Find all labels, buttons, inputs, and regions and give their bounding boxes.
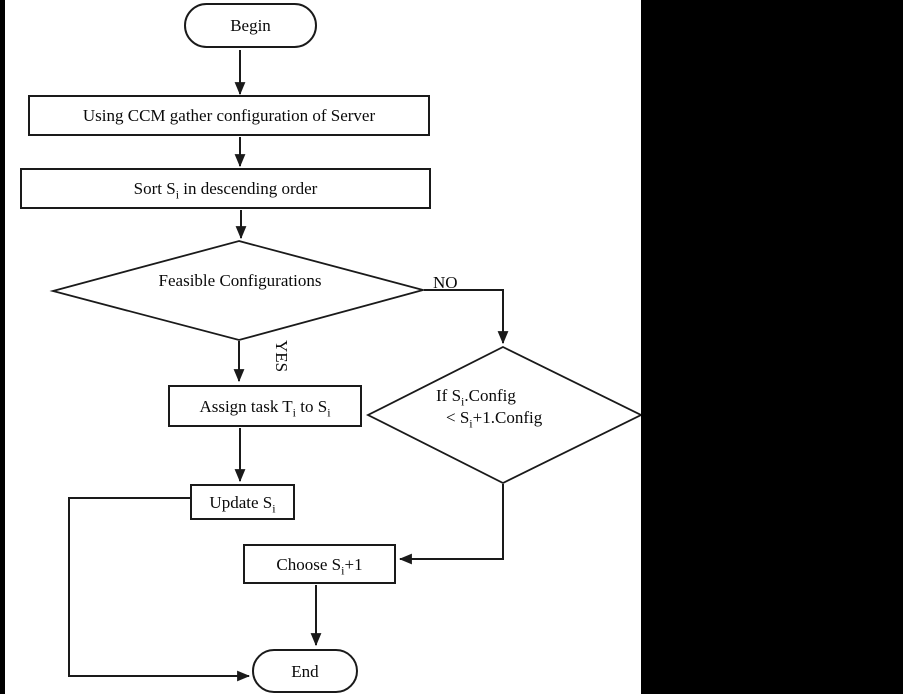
edge-feasible-no-to-compare bbox=[424, 289, 509, 345]
node-end-label: End bbox=[291, 661, 319, 681]
node-assign-task: Assign task Ti to Si bbox=[168, 385, 362, 427]
decision-compare-line1: If Si.Config bbox=[436, 386, 516, 409]
node-begin: Begin bbox=[184, 3, 317, 48]
decision-if-config-compare bbox=[365, 345, 644, 485]
node-begin-label: Begin bbox=[230, 16, 271, 35]
edge-label-yes: YES bbox=[272, 340, 291, 373]
edge-label-no: NO bbox=[433, 273, 458, 292]
node-update-server: Update Si bbox=[190, 484, 295, 520]
node-sort-label: Sort Si in descending order bbox=[133, 179, 318, 202]
node-choose-next-server: Choose Si+1 bbox=[243, 544, 396, 584]
left-edge-bar bbox=[0, 0, 5, 694]
decision-compare-line2: < Si+1.Config bbox=[446, 408, 543, 431]
decision-feasible-configurations bbox=[49, 240, 427, 341]
node-sort-servers: Sort Si in descending order bbox=[20, 168, 431, 209]
edge-update-loop-to-end bbox=[68, 497, 251, 682]
node-gather-label: Using CCM gather configuration of Server bbox=[82, 106, 376, 125]
node-update-label: Update Si bbox=[209, 492, 276, 515]
node-gather-configuration: Using CCM gather configuration of Server bbox=[28, 95, 430, 136]
node-choose-label: Choose Si+1 bbox=[276, 554, 363, 577]
decision-compare-label: If Si.Config < Si+1.Config bbox=[436, 385, 570, 429]
edge-compare-to-choose bbox=[398, 484, 504, 565]
node-end: End bbox=[252, 649, 358, 693]
node-assign-label: Assign task Ti to Si bbox=[199, 396, 331, 419]
decision-feasible-label: Feasible Configurations bbox=[158, 271, 322, 290]
right-side-bar bbox=[641, 0, 903, 694]
